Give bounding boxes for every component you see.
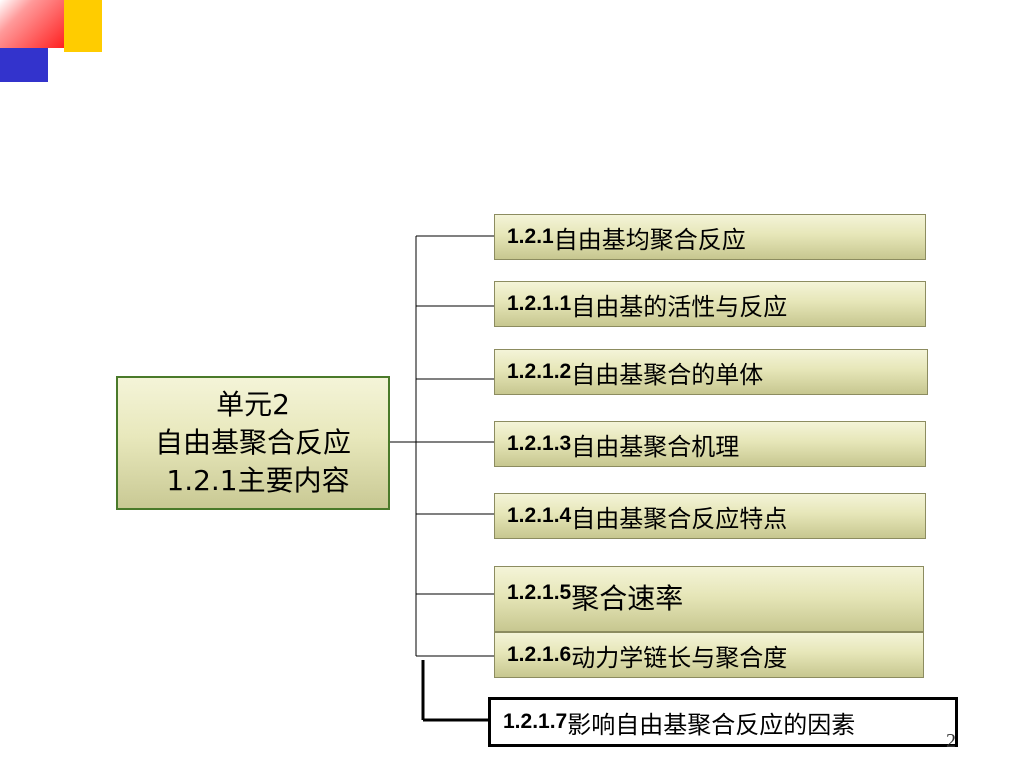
main-title-line2: 自由基聚合反应 bbox=[154, 426, 351, 459]
main-title-line3: 1.2.1主要内容 bbox=[166, 464, 350, 497]
topic-number: 1.2.1.4 bbox=[507, 504, 572, 527]
topic-item-7: 1.2.1.6 动力学链长与聚合度 bbox=[494, 632, 924, 678]
topic-text: 自由基的活性与反应 bbox=[571, 292, 788, 321]
topic-text: 自由基聚合反应特点 bbox=[571, 504, 788, 533]
decor-yellow-square bbox=[64, 0, 102, 52]
topic-number: 1.2.1.1 bbox=[507, 292, 572, 315]
main-title-line1: 单元2 bbox=[216, 388, 290, 421]
topic-text: 自由基聚合机理 bbox=[571, 432, 740, 461]
topic-text: 影响自由基聚合反应的因素 bbox=[567, 710, 856, 739]
page-number: 2 bbox=[946, 730, 956, 752]
topic-item-6: 1.2.1.5 聚合速率 bbox=[494, 566, 924, 632]
main-topic-box: 单元2 自由基聚合反应 1.2.1主要内容 bbox=[116, 376, 390, 510]
decor-blue-square bbox=[0, 48, 48, 82]
decor-red-square bbox=[0, 0, 64, 48]
topic-number: 1.2.1.5 bbox=[507, 581, 572, 604]
topic-item-2: 1.2.1.1 自由基的活性与反应 bbox=[494, 281, 926, 327]
topic-item-4: 1.2.1.3 自由基聚合机理 bbox=[494, 421, 926, 467]
topic-item-3: 1.2.1.2 自由基聚合的单体 bbox=[494, 349, 928, 395]
topic-number: 1.2.1 bbox=[507, 225, 554, 248]
topic-number: 1.2.1.3 bbox=[507, 432, 572, 455]
topic-item-1: 1.2.1 自由基均聚合反应 bbox=[494, 214, 926, 260]
topic-item-5: 1.2.1.4 自由基聚合反应特点 bbox=[494, 493, 926, 539]
topic-text: 动力学链长与聚合度 bbox=[571, 643, 788, 672]
topic-number: 1.2.1.6 bbox=[507, 643, 572, 666]
topic-text: 聚合速率 bbox=[571, 582, 684, 615]
topic-text: 自由基聚合的单体 bbox=[571, 360, 764, 389]
topic-item-8: 1.2.1.7 影响自由基聚合反应的因素 bbox=[488, 697, 958, 747]
topic-number: 1.2.1.2 bbox=[507, 360, 572, 383]
topic-text: 自由基均聚合反应 bbox=[553, 225, 746, 254]
topic-number: 1.2.1.7 bbox=[503, 710, 568, 733]
